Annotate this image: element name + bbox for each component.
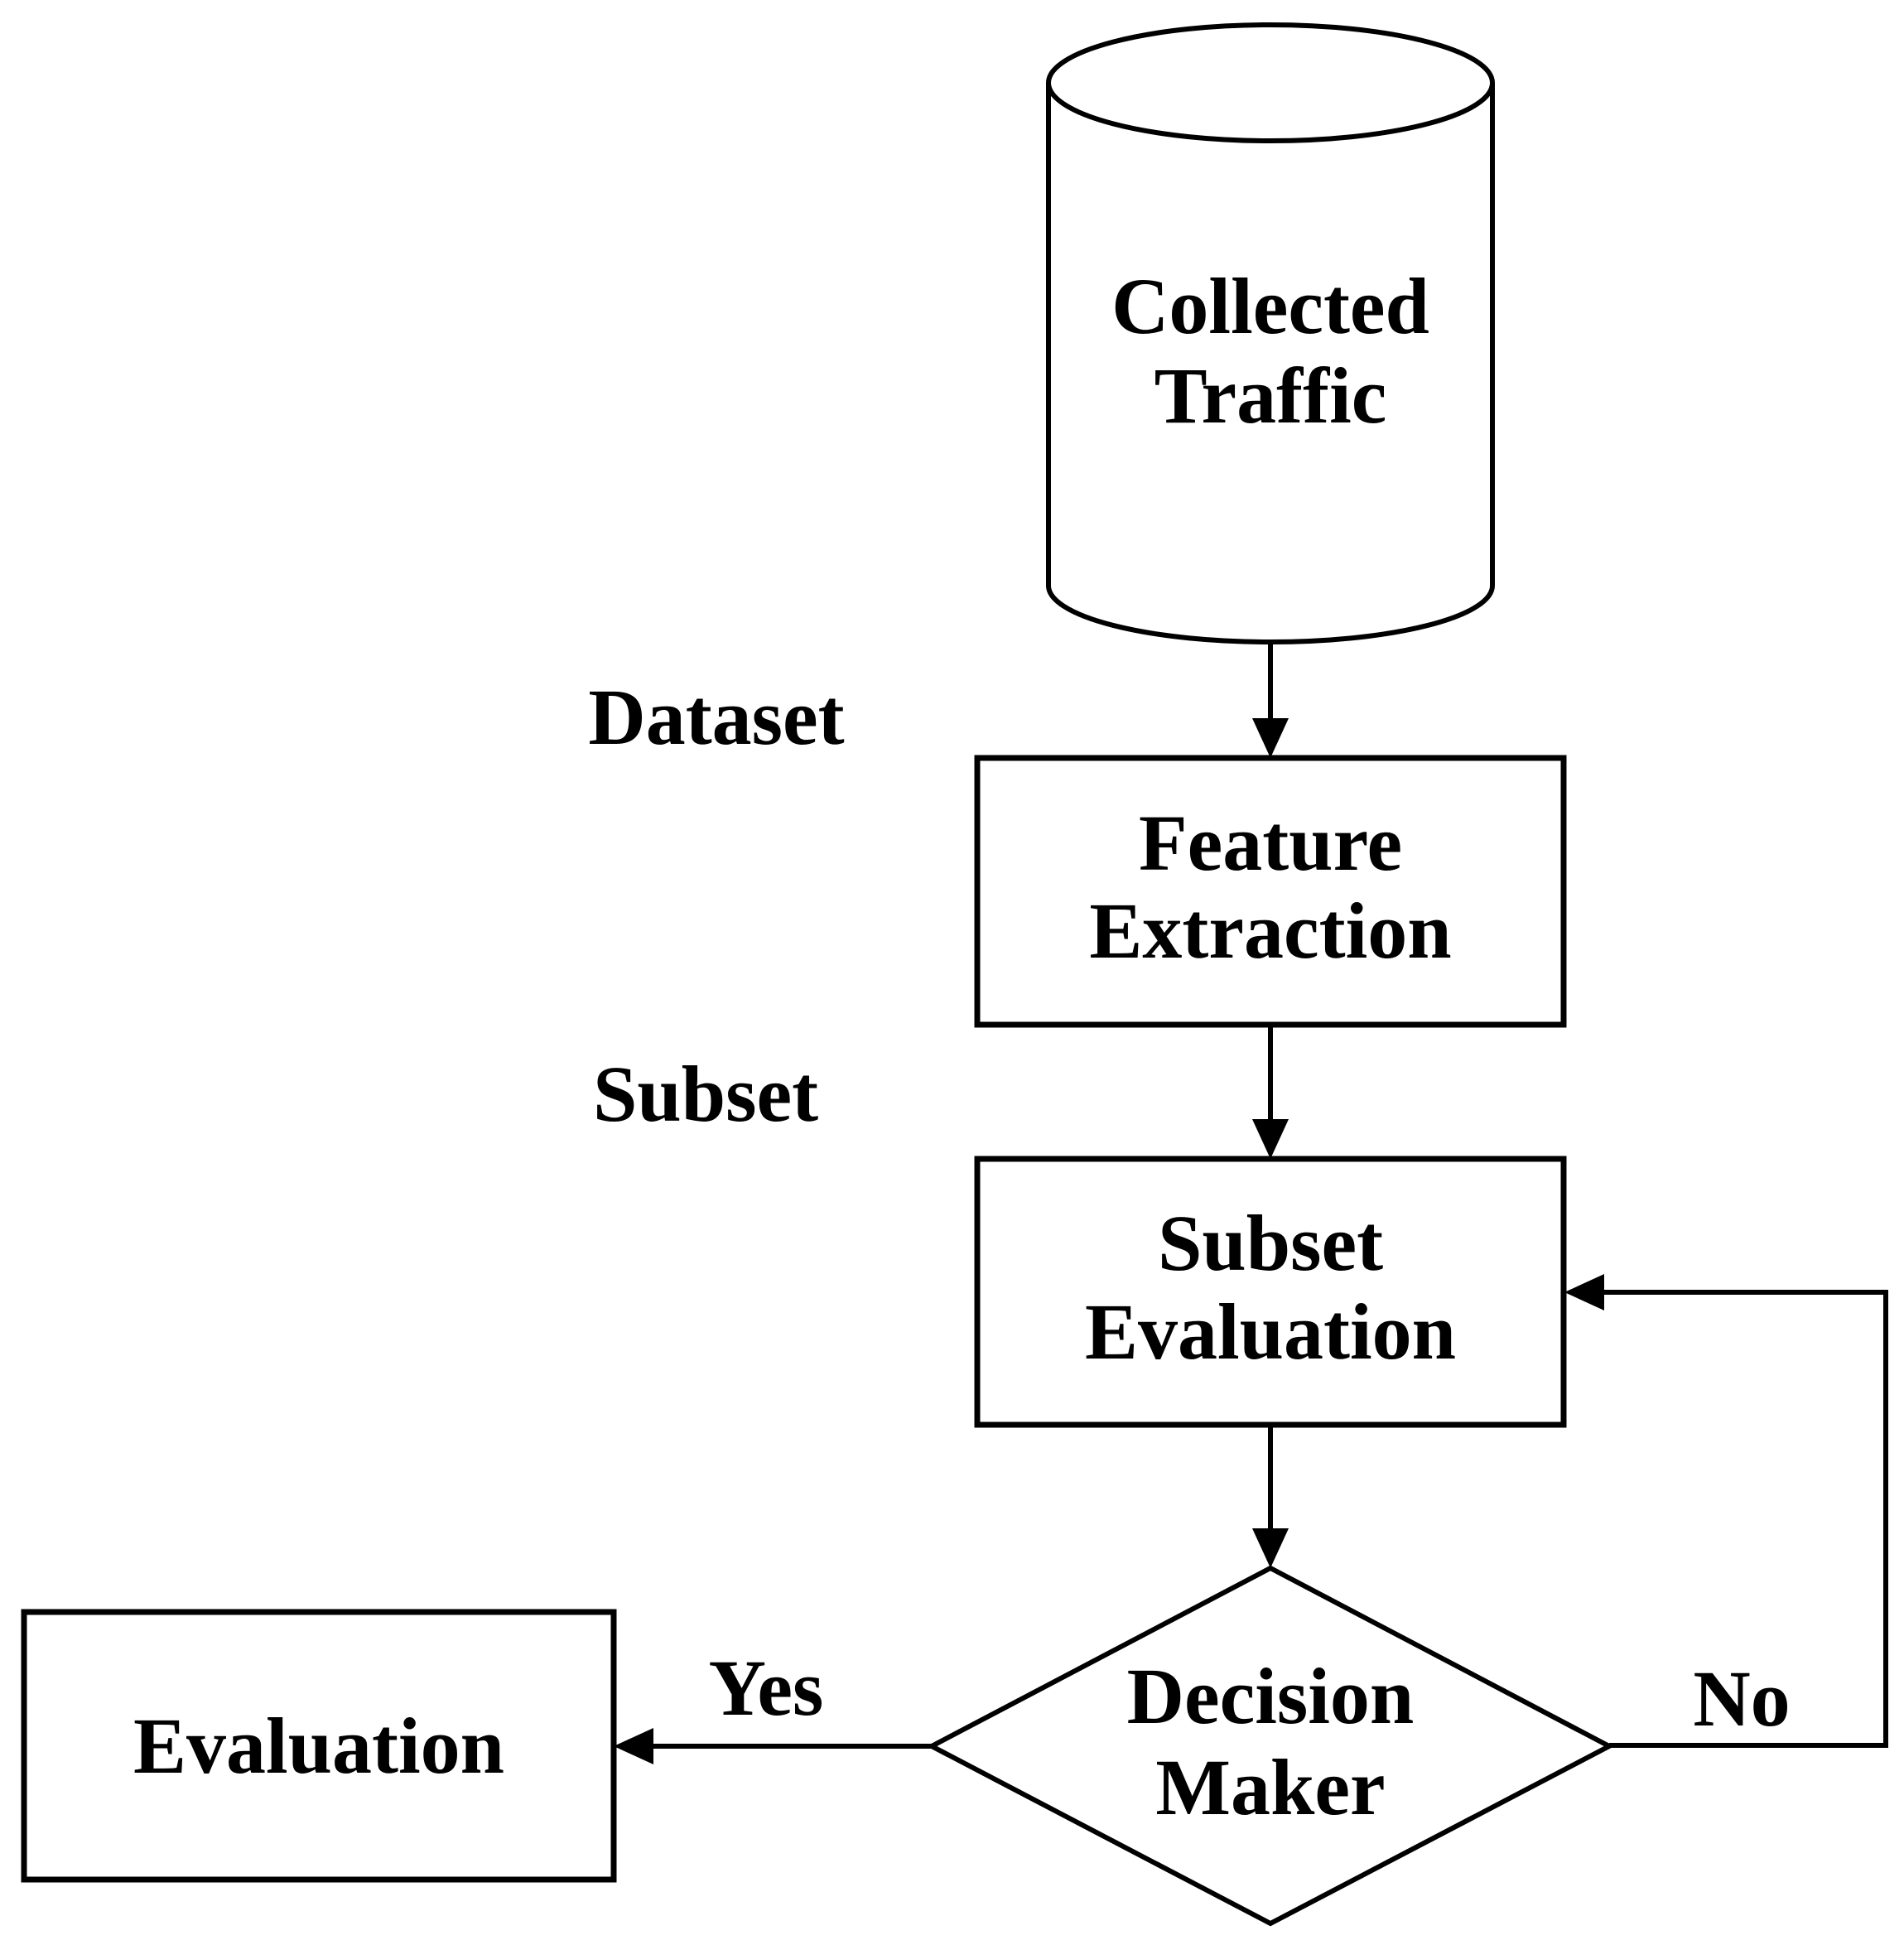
subset-edge-label: Subset (593, 1050, 818, 1138)
subset-evaluation-label-line1: Subset (1158, 1199, 1383, 1287)
decision-maker-label-line1: Decision (1127, 1652, 1415, 1740)
evaluation-label: Evaluation (133, 1701, 504, 1790)
arrowhead-down-icon (1252, 1528, 1289, 1568)
arrowhead-left-icon (1564, 1274, 1604, 1310)
cylinder-top-ellipse (1046, 22, 1495, 143)
arrow-no-decision-maker-to-subset-evaluation (1564, 1274, 1888, 1748)
feature-extraction-box: Feature Extraction (974, 755, 1567, 1028)
collected-traffic-label-line1: Collected (1111, 262, 1429, 350)
feature-extraction-label-line1: Feature (1139, 799, 1402, 887)
arrowhead-down-icon (1252, 718, 1289, 758)
subset-evaluation-label-line2: Evaluation (1085, 1287, 1456, 1376)
collected-traffic-label-line2: Traffic (1154, 351, 1387, 440)
arrowhead-down-icon (1252, 1119, 1289, 1159)
no-edge-label: No (1693, 1654, 1790, 1743)
feature-extraction-label-line2: Extraction (1089, 886, 1451, 975)
evaluation-box: Evaluation (21, 1609, 617, 1883)
yes-edge-label: Yes (709, 1643, 824, 1732)
decision-maker-diamond: Decision Maker (926, 1565, 1615, 1927)
subset-evaluation-box: Subset Evaluation (974, 1156, 1567, 1428)
decision-maker-label-line2: Maker (1155, 1743, 1385, 1832)
arrow-subset-evaluation-to-decision-maker (1252, 1425, 1289, 1568)
arrowhead-left-icon (614, 1728, 653, 1764)
arrow-yes-decision-maker-to-evaluation (614, 1728, 932, 1764)
collected-traffic-cylinder: Collected Traffic (1046, 22, 1495, 644)
dataset-edge-label: Dataset (588, 673, 844, 761)
arrow-feature-extraction-to-subset-evaluation (1252, 1025, 1289, 1159)
arrow-cylinder-to-feature-extraction (1252, 642, 1289, 758)
